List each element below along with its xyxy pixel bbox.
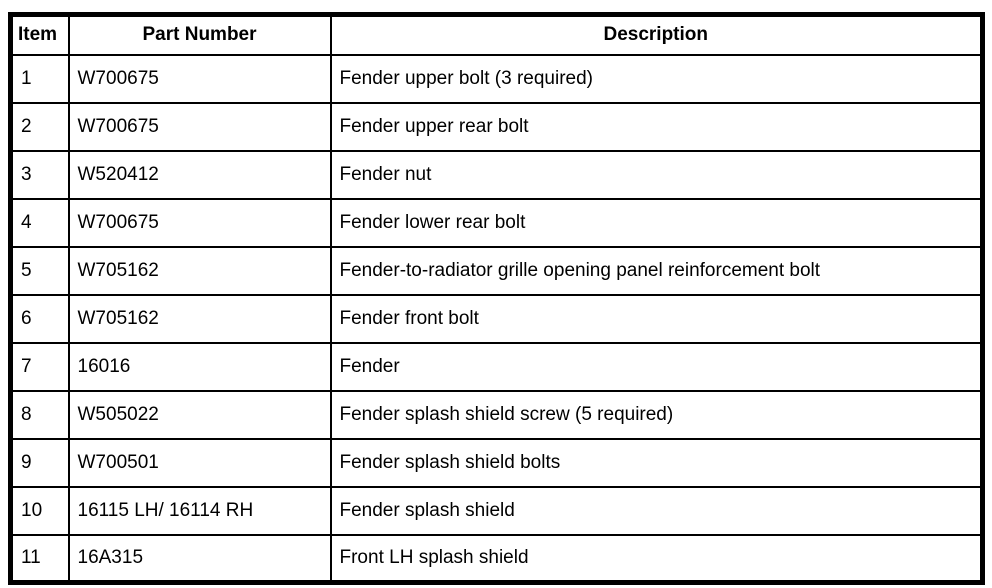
description-cell: Fender upper bolt (3 required) [329, 53, 984, 104]
table-row: 6 W705162 Fender front bolt [9, 293, 984, 344]
item-cell: 2 [9, 101, 70, 152]
col-header-part-number: Part Number [67, 13, 332, 56]
description-cell: Fender splash shield screw (5 required) [329, 389, 984, 440]
table-row: 9 W700501 Fender splash shield bolts [9, 437, 984, 488]
table-row: 5 W705162 Fender-to-radiator grille open… [9, 245, 984, 296]
part-number-cell: W705162 [67, 293, 332, 344]
table-row: 11 16A315 Front LH splash shield [9, 533, 984, 584]
item-cell: 4 [9, 197, 70, 248]
description-cell: Fender nut [329, 149, 984, 200]
item-cell: 6 [9, 293, 70, 344]
description-cell: Fender [329, 341, 984, 392]
description-cell: Fender upper rear bolt [329, 101, 984, 152]
part-number-cell: W700675 [67, 101, 332, 152]
item-cell: 7 [9, 341, 70, 392]
part-number-cell: 16016 [67, 341, 332, 392]
part-number-cell: W700675 [67, 53, 332, 104]
part-number-cell: W505022 [67, 389, 332, 440]
col-header-description: Description [329, 13, 984, 56]
item-cell: 11 [9, 533, 70, 584]
part-number-cell: 16A315 [67, 533, 332, 584]
table-row: 8 W505022 Fender splash shield screw (5 … [9, 389, 984, 440]
part-number-cell: 16115 LH/ 16114 RH [67, 485, 332, 536]
table-row: 4 W700675 Fender lower rear bolt [9, 197, 984, 248]
item-cell: 1 [9, 53, 70, 104]
col-header-item: Item [9, 13, 70, 56]
table-row: 3 W520412 Fender nut [9, 149, 984, 200]
description-cell: Front LH splash shield [329, 533, 984, 584]
item-cell: 8 [9, 389, 70, 440]
item-cell: 9 [9, 437, 70, 488]
parts-table: Item Part Number Description 1 W700675 F… [8, 12, 985, 585]
table-row: 7 16016 Fender [9, 341, 984, 392]
part-number-cell: W700675 [67, 197, 332, 248]
description-cell: Fender-to-radiator grille opening panel … [329, 245, 984, 296]
item-cell: 3 [9, 149, 70, 200]
description-cell: Fender splash shield [329, 485, 984, 536]
description-cell: Fender lower rear bolt [329, 197, 984, 248]
header-row: Item Part Number Description [9, 13, 984, 56]
table-row: 10 16115 LH/ 16114 RH Fender splash shie… [9, 485, 984, 536]
table-row: 1 W700675 Fender upper bolt (3 required) [9, 53, 984, 104]
item-cell: 5 [9, 245, 70, 296]
item-cell: 10 [9, 485, 70, 536]
part-number-cell: W705162 [67, 245, 332, 296]
part-number-cell: W520412 [67, 149, 332, 200]
part-number-cell: W700501 [67, 437, 332, 488]
description-cell: Fender front bolt [329, 293, 984, 344]
table-row: 2 W700675 Fender upper rear bolt [9, 101, 984, 152]
description-cell: Fender splash shield bolts [329, 437, 984, 488]
